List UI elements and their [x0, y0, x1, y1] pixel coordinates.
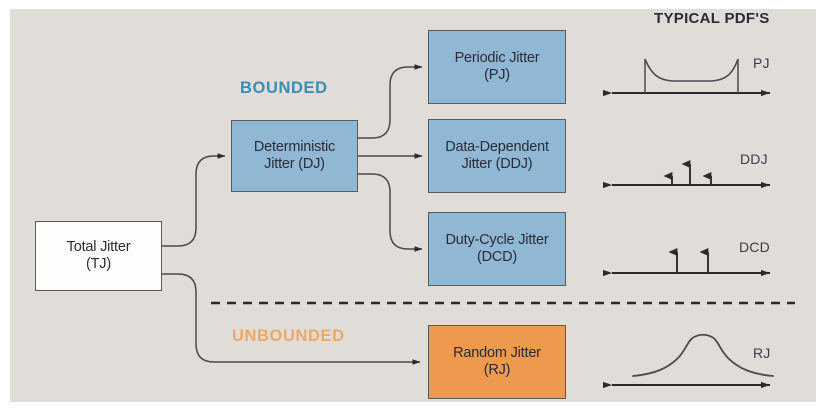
- node-deterministic-jitter-line1: Deterministic: [253, 138, 336, 155]
- group-label-unbounded: UNBOUNDED: [232, 327, 345, 345]
- node-random-jitter-line1: Random Jitter: [453, 344, 541, 361]
- node-total-jitter[interactable]: Total Jitter (TJ): [35, 221, 162, 291]
- pdf-label-rj: RJ: [753, 345, 771, 361]
- pdf-label-pj: PJ: [753, 55, 770, 71]
- connector-dj-to-pj: [357, 64, 423, 139]
- node-total-jitter-line1: Total Jitter: [66, 238, 131, 255]
- node-random-jitter-line2: (RJ): [483, 362, 511, 378]
- node-duty-cycle-jitter-line1: Duty-Cycle Jitter: [445, 231, 549, 248]
- node-data-dependent-jitter-line1: Data-Dependent: [445, 138, 549, 155]
- node-periodic-jitter-line2: (PJ): [484, 67, 510, 83]
- node-random-jitter[interactable]: Random Jitter (RJ): [428, 325, 566, 399]
- connector-dj-to-dcd: [357, 173, 423, 252]
- pdf-label-dcd: DCD: [739, 239, 770, 255]
- node-periodic-jitter-line1: Periodic Jitter: [454, 49, 540, 66]
- node-duty-cycle-jitter[interactable]: Duty-Cycle Jitter (DCD): [428, 212, 566, 286]
- connector-tj-to-rj: [162, 273, 421, 365]
- group-label-bounded: BOUNDED: [240, 79, 328, 97]
- node-periodic-jitter[interactable]: Periodic Jitter (PJ): [428, 30, 566, 104]
- node-data-dependent-jitter[interactable]: Data-Dependent Jitter (DDJ): [428, 119, 566, 193]
- pdf-plot-ddj: [602, 159, 771, 189]
- connector-tj-to-dj: [162, 153, 226, 247]
- node-deterministic-jitter-line2: Jitter (DJ): [264, 156, 325, 172]
- node-data-dependent-jitter-line2: Jitter (DDJ): [461, 156, 533, 172]
- node-duty-cycle-jitter-line2: (DCD): [476, 249, 518, 265]
- pdf-plot-dcd: [602, 247, 771, 277]
- figure-background-panel: [10, 9, 816, 402]
- pdf-column-header: TYPICAL PDF'S: [654, 10, 770, 27]
- pdf-label-ddj: DDJ: [740, 151, 768, 167]
- node-deterministic-jitter[interactable]: Deterministic Jitter (DJ): [231, 120, 358, 192]
- pdf-plot-rj: [602, 333, 774, 389]
- node-total-jitter-line2: (TJ): [86, 256, 111, 272]
- pdf-plot-pj: [602, 58, 771, 97]
